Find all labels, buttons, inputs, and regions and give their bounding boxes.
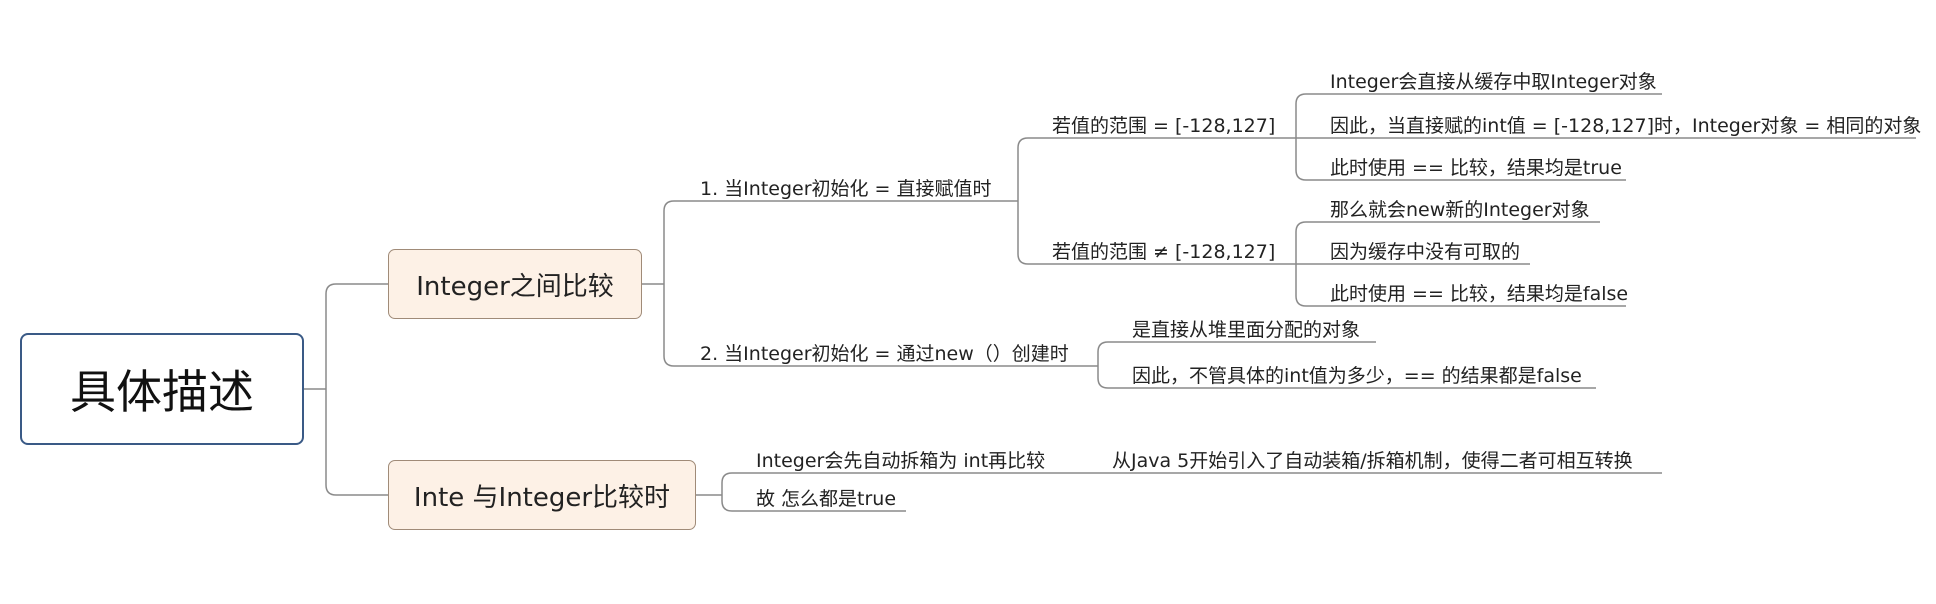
connector-to-leaf-4: [1295, 221, 1600, 264]
subtopic-range-in-cache[interactable]: 若值的范围 = [-128,127]: [1052, 115, 1276, 137]
subtopic-auto-unboxing[interactable]: Integer会先自动拆箱为 int再比较: [756, 450, 1046, 472]
connector-to-b2-child-2: [721, 495, 906, 512]
leaf-java5-autoboxing[interactable]: 从Java 5开始引入了自动装箱/拆箱机制，使得二者可相互转换: [1112, 450, 1633, 472]
connector-root-to-branch-2: [325, 389, 388, 496]
topic-int-vs-integer[interactable]: Inte 与Integer比较时: [388, 460, 696, 530]
leaf-same-object[interactable]: 因此，当直接赋的int值 = [-128,127]时，Integer对象 = 相…: [1330, 115, 1922, 137]
connector-to-sub-1: [663, 200, 1014, 284]
leaf-new-object[interactable]: 那么就会new新的Integer对象: [1330, 199, 1590, 221]
connector-to-leaf-1: [1295, 93, 1662, 138]
subtopic-new-creation[interactable]: 2. 当Integer初始化 = 通过new（）创建时: [700, 343, 1069, 365]
connector-to-leaf-8: [1097, 366, 1596, 389]
leaf-cache-fetch[interactable]: Integer会直接从缓存中取Integer对象: [1330, 71, 1657, 93]
subtopic-direct-assignment[interactable]: 1. 当Integer初始化 = 直接赋值时: [700, 178, 992, 200]
connector-to-range-1: [1017, 137, 1264, 201]
connector-to-range-2: [1017, 201, 1264, 265]
root-topic[interactable]: 具体描述: [20, 333, 304, 445]
connector-to-b2-child-1: [721, 472, 1662, 495]
leaf-always-true[interactable]: 故 怎么都是true: [756, 488, 897, 510]
topic-integer-comparison[interactable]: Integer之间比较: [388, 249, 642, 319]
connector-to-leaf-6: [1295, 264, 1626, 307]
connector-to-sub-2: [663, 284, 1062, 367]
connector-to-leaf-3: [1295, 138, 1626, 181]
leaf-always-false[interactable]: 因此，不管具体的int值为多少，== 的结果都是false: [1132, 365, 1582, 387]
leaf-result-true[interactable]: 此时使用 == 比较，结果均是true: [1330, 157, 1622, 179]
leaf-no-cache[interactable]: 因为缓存中没有可取的: [1330, 241, 1521, 263]
subtopic-range-outside-cache[interactable]: 若值的范围 ≠ [-128,127]: [1052, 241, 1276, 263]
leaf-heap-allocation[interactable]: 是直接从堆里面分配的对象: [1132, 319, 1361, 341]
connector-root-to-branch-1: [325, 283, 388, 389]
connector-to-leaf-7: [1097, 341, 1376, 366]
leaf-result-false[interactable]: 此时使用 == 比较，结果均是false: [1330, 283, 1629, 305]
